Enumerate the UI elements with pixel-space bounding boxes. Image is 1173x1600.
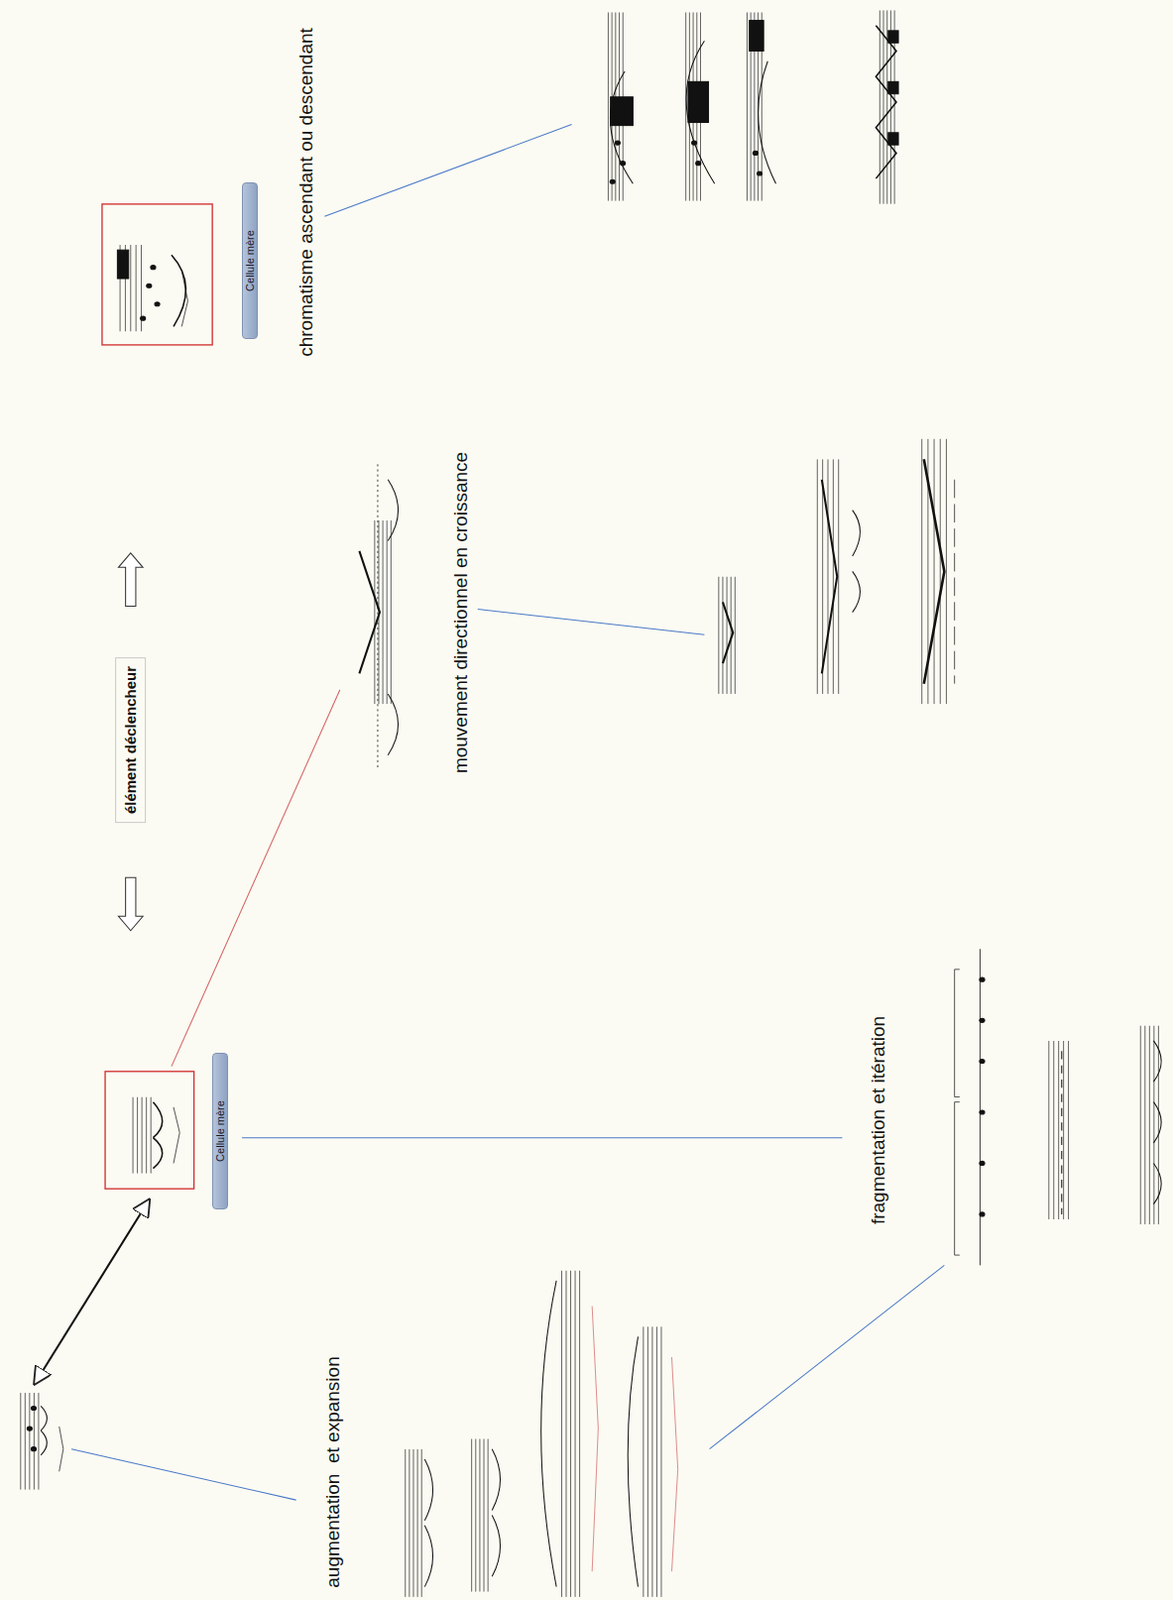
node-text: élément déclencheur: [121, 666, 139, 815]
score-fragment: [627, 1336, 638, 1587]
score-fragment: [979, 1161, 985, 1166]
score-fragment: [181, 270, 188, 328]
score-fragment: [152, 1102, 162, 1170]
cell-frame: [102, 204, 213, 346]
score-fragment: [1140, 1025, 1159, 1225]
node-text: Cellule mère: [243, 183, 256, 339]
score-fragment: [561, 1271, 580, 1598]
score-fragment: [752, 150, 758, 155]
score-fragment: [979, 1110, 985, 1115]
category-label: augmentation et expansion: [322, 1355, 345, 1591]
score-fragment: [688, 81, 709, 122]
score-fragment: [749, 20, 764, 52]
category-label: chromatisme ascendant ou descendant: [295, 25, 318, 359]
score-fragment: [150, 265, 156, 270]
cell-pill: Cellule mère: [241, 182, 258, 340]
score-fragment: [30, 1447, 36, 1452]
score-fragment: [1060, 1051, 1062, 1215]
cell-frame: [105, 1071, 195, 1189]
score-fragment: [888, 132, 899, 145]
leader-lines: [71, 1449, 297, 1501]
score-fragment: [146, 283, 152, 288]
score-fragment: [20, 9, 1162, 1598]
score-fragment: [1153, 1041, 1162, 1205]
node-text: Cellule mère: [214, 1054, 227, 1209]
score-fragment: [374, 520, 391, 704]
score-fragment: [140, 316, 146, 321]
score-fragment: [953, 479, 955, 685]
score-fragment: [696, 161, 702, 166]
score-fragment: [30, 1406, 36, 1410]
score-fragment: [817, 459, 838, 695]
score-fragment: [132, 1097, 151, 1174]
score-fragment: [979, 977, 985, 982]
hollow-arrow: [117, 877, 143, 932]
score-fragment: [171, 254, 186, 327]
score-fragment: [821, 479, 837, 675]
score-fragment: [922, 439, 947, 705]
hollow-arrow: [117, 553, 143, 607]
leader-lines: [709, 1265, 945, 1449]
score-fragment: [491, 1449, 500, 1578]
score-fragment: [40, 1406, 47, 1455]
trigger-box: élément déclencheur: [115, 657, 146, 823]
score-fragment: [1049, 1041, 1069, 1220]
score-fragment: [888, 30, 899, 43]
score-fragment: [173, 1107, 180, 1165]
cell-frame: [102, 204, 213, 1189]
score-fragment: [643, 1326, 662, 1598]
score-fragment: [387, 479, 398, 756]
leader-lines: [34, 1200, 149, 1385]
score-fragment: [954, 969, 960, 1256]
score-fragment: [758, 61, 777, 185]
score-fragment: [424, 1459, 433, 1588]
score-fragment: [979, 1018, 985, 1023]
score-fragment: [671, 1357, 678, 1572]
score-fragment: [591, 1306, 598, 1573]
score-fragment: [609, 71, 633, 184]
leader-lines: [324, 124, 572, 218]
score-fragment: [722, 601, 733, 664]
score-fragment: [888, 81, 899, 94]
score-fragment: [979, 948, 981, 1266]
score-fragment: [614, 140, 620, 145]
score-fragment: [924, 459, 945, 684]
leader-lines: [241, 1137, 842, 1139]
score-fragment: [610, 97, 634, 126]
score-fragment: [718, 577, 735, 695]
score-fragment: [20, 1393, 39, 1491]
score-fragment: [358, 551, 380, 675]
score-fragment: [756, 171, 762, 176]
category-label: fragmentation et itération: [867, 1014, 890, 1227]
score-fragment: [59, 1426, 64, 1472]
leader-lines: [171, 690, 341, 1067]
leader-lines: [34, 124, 944, 1502]
score-fragment: [26, 1426, 32, 1431]
score-fragment: [471, 1438, 488, 1592]
score-fragment: [852, 510, 861, 613]
cell-pill: Cellule mère: [212, 1053, 229, 1210]
score-fragment: [979, 1058, 985, 1063]
score-fragment: [692, 140, 698, 145]
score-fragment: [609, 179, 615, 184]
score-fragment: [686, 40, 715, 184]
category-label: mouvement directionnel en croissance: [450, 450, 472, 776]
score-fragment: [875, 25, 897, 179]
score-fragment: [405, 1449, 422, 1598]
score-fragment: [979, 1212, 985, 1217]
leader-lines: [477, 609, 705, 636]
score-fragment: [541, 1281, 557, 1588]
score-fragment: [117, 249, 128, 279]
score-fragment: [154, 302, 160, 307]
